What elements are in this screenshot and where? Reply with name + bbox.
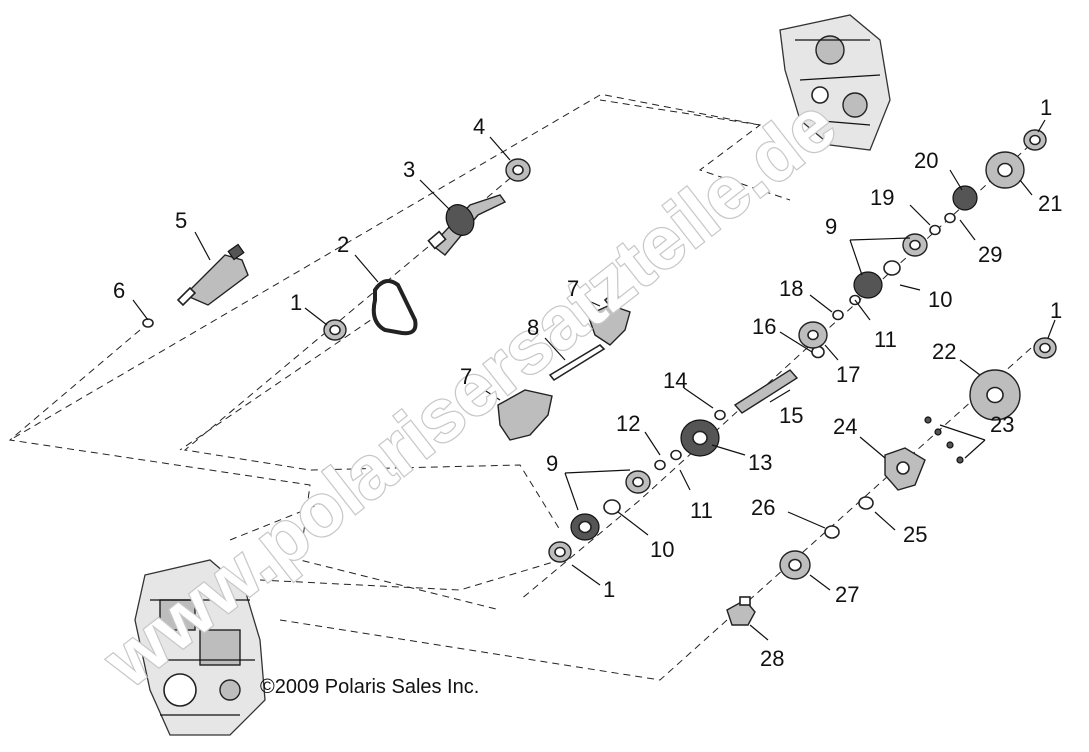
transmission-case: [134, 559, 266, 736]
label-8: 8: [527, 315, 539, 340]
label-2: 2: [337, 232, 349, 257]
label-28: 28: [760, 646, 784, 671]
label-11-lower: 11: [690, 498, 713, 523]
label-23: 23: [990, 412, 1014, 437]
label-21: 21: [1038, 191, 1062, 216]
part-8-shift-rod: [548, 343, 606, 382]
label-16: 16: [752, 314, 776, 339]
label-4: 4: [473, 114, 485, 139]
label-26: 26: [751, 495, 775, 520]
label-20: 20: [914, 148, 938, 173]
transmission-cover: [779, 14, 891, 151]
part-26-ring: [824, 525, 840, 539]
part-7-shift-fork-upper: [587, 290, 631, 346]
part-5-shaft: [176, 243, 249, 307]
label-25: 25: [903, 522, 927, 547]
label-3: 3: [403, 157, 415, 182]
label-1-left-bearing: 1: [290, 290, 302, 315]
part-4-bearing: [505, 158, 531, 182]
label-6: 6: [113, 278, 125, 303]
label-29: 29: [978, 242, 1002, 267]
label-17: 17: [836, 362, 860, 387]
copyright-notice: ©2009 Polaris Sales Inc.: [260, 676, 479, 698]
label-15: 15: [779, 403, 803, 428]
part-1-bearing-bottom: [548, 541, 572, 563]
label-1-bottom: 1: [603, 577, 615, 602]
part-28-fitting: [726, 596, 756, 626]
part-number-labels: 1 6 5 2 3 4 7 8 7 1 9 10 11 12 13 14 15 …: [113, 95, 1062, 671]
label-22: 22: [932, 339, 956, 364]
label-5: 5: [175, 208, 187, 233]
label-12: 12: [616, 411, 640, 436]
label-14: 14: [663, 368, 687, 393]
label-7-upper: 7: [567, 276, 579, 301]
label-1-right: 1: [1050, 298, 1062, 323]
part-1-bearing-right: [1033, 337, 1057, 359]
part-3-gear-shaft: [427, 194, 507, 256]
label-9-upper: 9: [825, 214, 837, 239]
label-24: 24: [833, 414, 857, 439]
part-6-washer: [142, 318, 154, 328]
part-22-gear: [969, 369, 1021, 421]
label-1-top-right: 1: [1040, 95, 1052, 120]
part-23-bolts: [924, 416, 964, 464]
label-19: 19: [870, 185, 894, 210]
label-7-lower: 7: [460, 364, 472, 389]
part-2-chain: [371, 279, 418, 336]
label-13: 13: [748, 450, 772, 475]
label-27: 27: [835, 582, 859, 607]
gear-stack-center: [570, 151, 1025, 541]
part-1-bearing-top-right: [1023, 129, 1047, 151]
part-27-bearing: [779, 550, 811, 580]
label-9-lower: 9: [546, 451, 558, 476]
part-1-bearing-left: [323, 319, 347, 341]
leader-lines: [132, 119, 1056, 641]
part-24-plate: [884, 447, 926, 491]
label-10-lower: 10: [650, 537, 674, 562]
label-10-upper: 10: [928, 287, 952, 312]
part-7-shift-fork-lower: [497, 389, 553, 441]
label-18: 18: [779, 276, 803, 301]
part-25-ring: [858, 496, 874, 510]
label-11-upper: 11: [874, 327, 897, 352]
